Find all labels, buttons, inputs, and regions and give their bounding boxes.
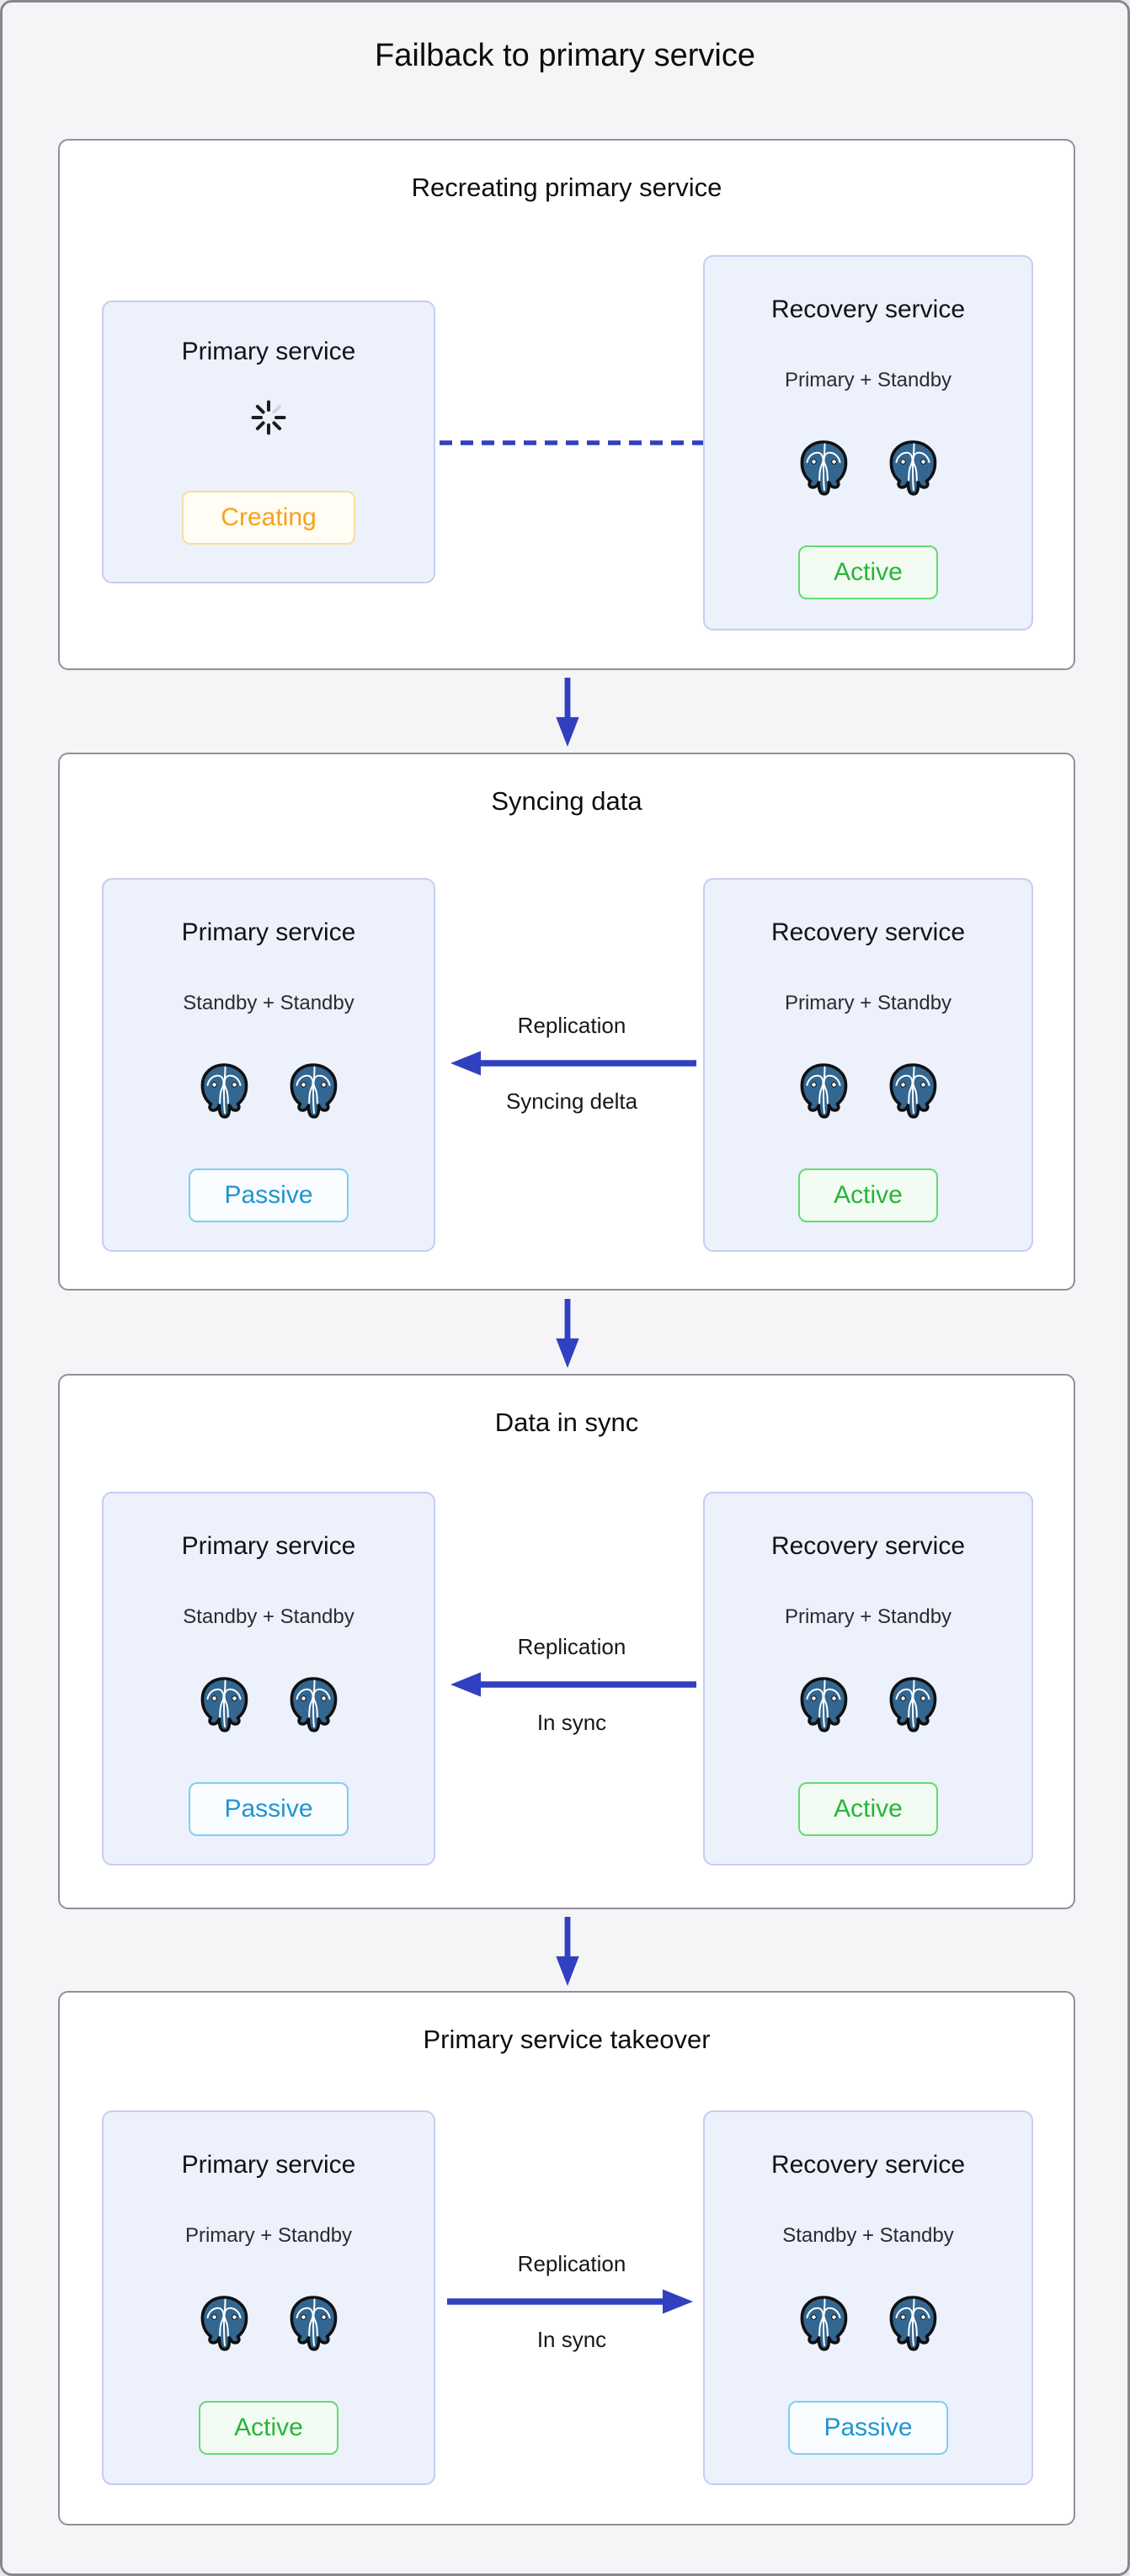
postgres-elephant-icon xyxy=(197,1062,251,1120)
stage-title: Primary service takeover xyxy=(423,2025,711,2054)
card-title: Primary service xyxy=(181,918,356,946)
card-subtitle: Standby + Standby xyxy=(782,2224,954,2247)
postgres-elephant-icon xyxy=(886,1676,940,1733)
postgres-elephant-icon xyxy=(286,2295,340,2352)
recovery-service-card: Recovery service Primary + Standby Activ… xyxy=(703,255,1033,631)
card-subtitle: Standby + Standby xyxy=(183,992,354,1014)
arrow-down-icon xyxy=(553,1297,582,1370)
card-title: Primary service xyxy=(181,1532,356,1560)
status-badge: Passive xyxy=(189,1168,349,1222)
card-title: Primary service xyxy=(181,2151,356,2179)
primary-service-card: Primary service Creating xyxy=(102,301,435,583)
postgres-elephant-icon xyxy=(886,439,940,497)
arrow-left-icon xyxy=(445,1669,698,1700)
postgres-elephant-icon xyxy=(797,2295,850,2352)
status-badge: Active xyxy=(798,1168,938,1222)
postgres-elephant-icon xyxy=(286,1676,340,1733)
postgres-instances xyxy=(197,1062,340,1120)
recovery-service-card: Recovery service Primary + Standby Activ… xyxy=(703,878,1033,1252)
status-badge: Active xyxy=(798,546,938,599)
arrow-down-icon xyxy=(553,1915,582,1988)
stage-primary-service-takeover: Primary service takeover Primary service… xyxy=(58,1991,1075,2525)
postgres-elephant-icon xyxy=(197,2295,251,2352)
postgres-instances xyxy=(797,2295,940,2352)
postgres-instances xyxy=(197,1676,340,1733)
card-title: Recovery service xyxy=(770,295,966,323)
postgres-instances xyxy=(797,439,940,497)
card-title: Recovery service xyxy=(770,918,966,946)
postgres-instances xyxy=(797,1676,940,1733)
card-subtitle: Primary + Standby xyxy=(784,992,952,1014)
status-badge: Creating xyxy=(182,491,355,545)
sync-status-label: In sync xyxy=(536,2327,607,2352)
card-subtitle: Primary + Standby xyxy=(184,2224,353,2247)
replication-label: Replication xyxy=(517,2251,626,2276)
primary-service-card: Primary service Standby + Standby Passiv… xyxy=(102,878,435,1252)
card-title: Recovery service xyxy=(770,1532,966,1560)
stage-syncing-data: Syncing data Primary service Standby + S… xyxy=(58,753,1075,1291)
postgres-elephant-icon xyxy=(197,1676,251,1733)
postgres-elephant-icon xyxy=(886,1062,940,1120)
card-subtitle: Standby + Standby xyxy=(183,1605,354,1628)
status-badge: Active xyxy=(199,2401,338,2455)
stage-title: Data in sync xyxy=(494,1408,639,1437)
sync-status-label: Syncing delta xyxy=(505,1088,638,1114)
postgres-instances xyxy=(797,1062,940,1120)
replication-label: Replication xyxy=(517,1013,626,1038)
status-badge: Passive xyxy=(189,1782,349,1836)
postgres-instances xyxy=(197,2295,340,2352)
card-title: Primary service xyxy=(181,338,356,365)
replication-connector: Replication In sync xyxy=(437,2249,706,2354)
card-subtitle: Primary + Standby xyxy=(784,1605,952,1628)
arrow-left-icon xyxy=(445,1048,698,1078)
status-badge: Passive xyxy=(788,2401,948,2455)
postgres-elephant-icon xyxy=(886,2295,940,2352)
sync-status-label: In sync xyxy=(536,1710,607,1735)
recovery-service-card: Recovery service Primary + Standby Activ… xyxy=(703,1492,1033,1865)
stage-recreating-primary-service: Recreating primary service Primary servi… xyxy=(58,139,1075,670)
dashed-connector-line xyxy=(440,440,704,445)
recovery-service-card: Recovery service Standby + Standby Passi… xyxy=(703,2110,1033,2485)
arrow-down-icon xyxy=(553,676,582,748)
replication-connector: Replication In sync xyxy=(437,1632,706,1737)
card-subtitle: Primary + Standby xyxy=(784,369,952,391)
card-title: Recovery service xyxy=(770,2151,966,2179)
stage-title: Syncing data xyxy=(491,786,642,816)
postgres-elephant-icon xyxy=(286,1062,340,1120)
postgres-elephant-icon xyxy=(797,1062,850,1120)
status-badge: Active xyxy=(798,1782,938,1836)
spinner-icon xyxy=(249,398,288,437)
replication-connector: Replication Syncing delta xyxy=(437,1011,706,1115)
page-title: Failback to primary service xyxy=(375,38,755,73)
stage-title: Recreating primary service xyxy=(411,173,722,202)
postgres-elephant-icon xyxy=(797,439,850,497)
primary-service-card: Primary service Standby + Standby Passiv… xyxy=(102,1492,435,1865)
arrow-right-icon xyxy=(445,2286,698,2317)
primary-service-card: Primary service Primary + Standby Active xyxy=(102,2110,435,2485)
replication-label: Replication xyxy=(517,1634,626,1659)
postgres-elephant-icon xyxy=(797,1676,850,1733)
stage-data-in-sync: Data in sync Primary service Standby + S… xyxy=(58,1374,1075,1909)
